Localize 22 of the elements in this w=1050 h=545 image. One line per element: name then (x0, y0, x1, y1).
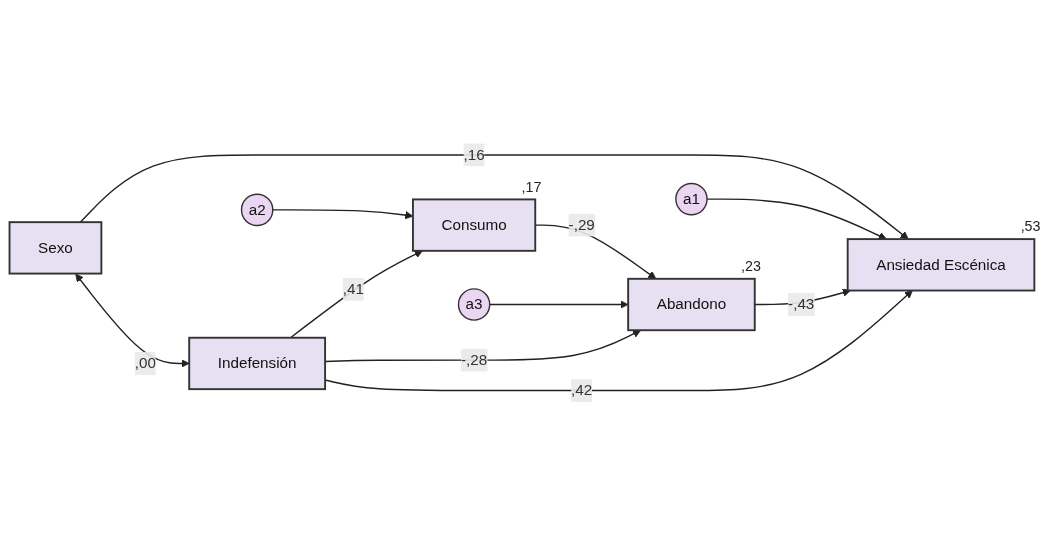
arrow (79, 153, 909, 240)
edge-label: ,41 (342, 280, 365, 297)
node-box: Abandono (627, 277, 756, 331)
node-box: Indefensión (188, 336, 327, 390)
node-circle: a2 (240, 193, 274, 226)
node-label: ,23 (741, 257, 761, 274)
node-box: Consumo (412, 198, 537, 252)
edge-label: -,29 (568, 216, 595, 233)
arrow (489, 300, 629, 309)
edge-label: -,43 (788, 295, 815, 312)
edge-label: -,28 (460, 351, 488, 368)
node-circle: a3 (457, 287, 491, 321)
edge-label: ,00 (134, 354, 156, 371)
node-box: Sexo (8, 220, 103, 275)
node-label: ,53 (1020, 218, 1041, 235)
edge-label: ,16 (463, 146, 485, 163)
node-box: Ansiedad Escénica (846, 237, 1036, 292)
node-circle: a1 (675, 182, 708, 216)
edge-label: ,42 (571, 381, 593, 398)
node-label: ,17 (521, 178, 542, 195)
arrow (289, 250, 423, 339)
arrow (75, 273, 190, 368)
